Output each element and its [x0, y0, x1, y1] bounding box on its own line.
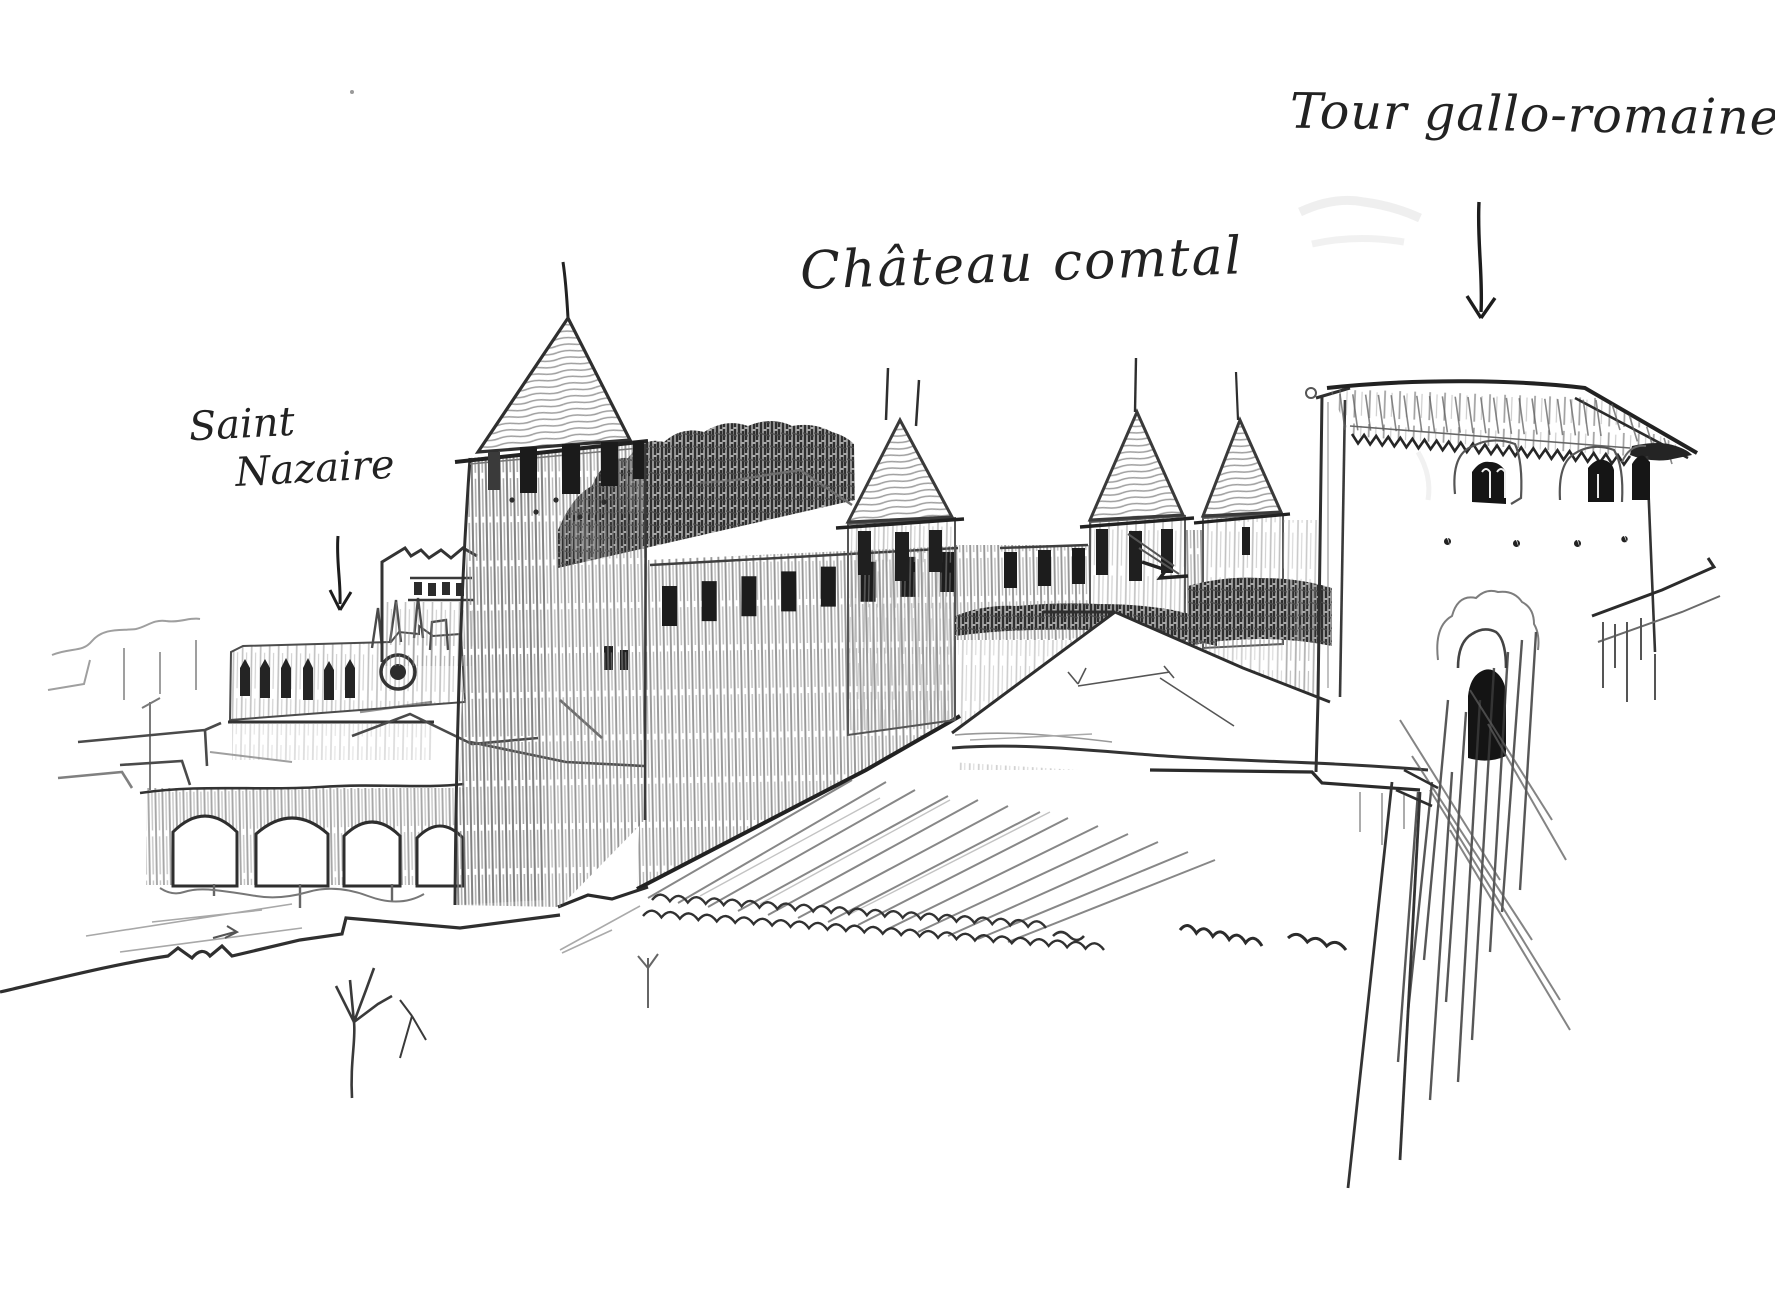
- forward-wall-top: [1149, 768, 1421, 792]
- arrow-tour-gallo-romaine: [1465, 201, 1497, 319]
- putlog-dots: [1444, 536, 1628, 548]
- corbel-wall: [380, 546, 478, 666]
- paper-speck: [350, 90, 354, 94]
- chateau-roofline-behind: [699, 468, 853, 506]
- arrow-saint-nazaire: [328, 535, 353, 611]
- erased-pencil-smudge: [1298, 195, 1432, 501]
- annotation-arrows: [328, 201, 1497, 611]
- tower-3: [1079, 357, 1195, 647]
- lancet-windows: [240, 658, 355, 700]
- label-saint-nazaire: Saint Nazaire: [188, 393, 396, 500]
- church-lower-hatch: [232, 724, 432, 760]
- roof-eave-zigzag: [1350, 432, 1632, 467]
- bare-tree: [334, 967, 427, 1099]
- tower-finial: [561, 261, 570, 319]
- foreground-ground: [0, 903, 659, 1099]
- tower-windows: [1453, 439, 1650, 505]
- gateway: [1436, 589, 1540, 761]
- wall-bottom-edge: [636, 714, 961, 891]
- roof-parallel-lines: [647, 779, 1216, 943]
- tree-band-center: [955, 603, 1217, 648]
- bank-hatching: [1346, 631, 1571, 1189]
- roof-tile-strokes: [1339, 393, 1673, 465]
- tower-cone-roof: [474, 314, 633, 454]
- sapling: [637, 953, 659, 1008]
- arches: [171, 814, 465, 888]
- tv-antennas: [1067, 665, 1235, 727]
- tower-2: [835, 367, 965, 737]
- machicolations: [488, 441, 644, 494]
- right-rampart: [1591, 557, 1721, 702]
- label-saint-line1: Saint: [187, 398, 296, 451]
- tile-roof: [1330, 390, 1688, 456]
- label-saint-line2: Nazaire: [234, 441, 396, 496]
- rose-window-center: [390, 664, 406, 680]
- foreground-roof: [559, 779, 1348, 954]
- midground-roofs-center: [950, 610, 1429, 792]
- putlog-holes: [509, 497, 607, 520]
- label-tour-gallo-romaine: Tour gallo-romaine: [1289, 82, 1775, 147]
- roof-corner-dark: [1630, 443, 1692, 461]
- main-round-tower: [453, 261, 649, 907]
- arched-wall: [139, 697, 465, 908]
- roof-tile-scallops: [642, 893, 1348, 951]
